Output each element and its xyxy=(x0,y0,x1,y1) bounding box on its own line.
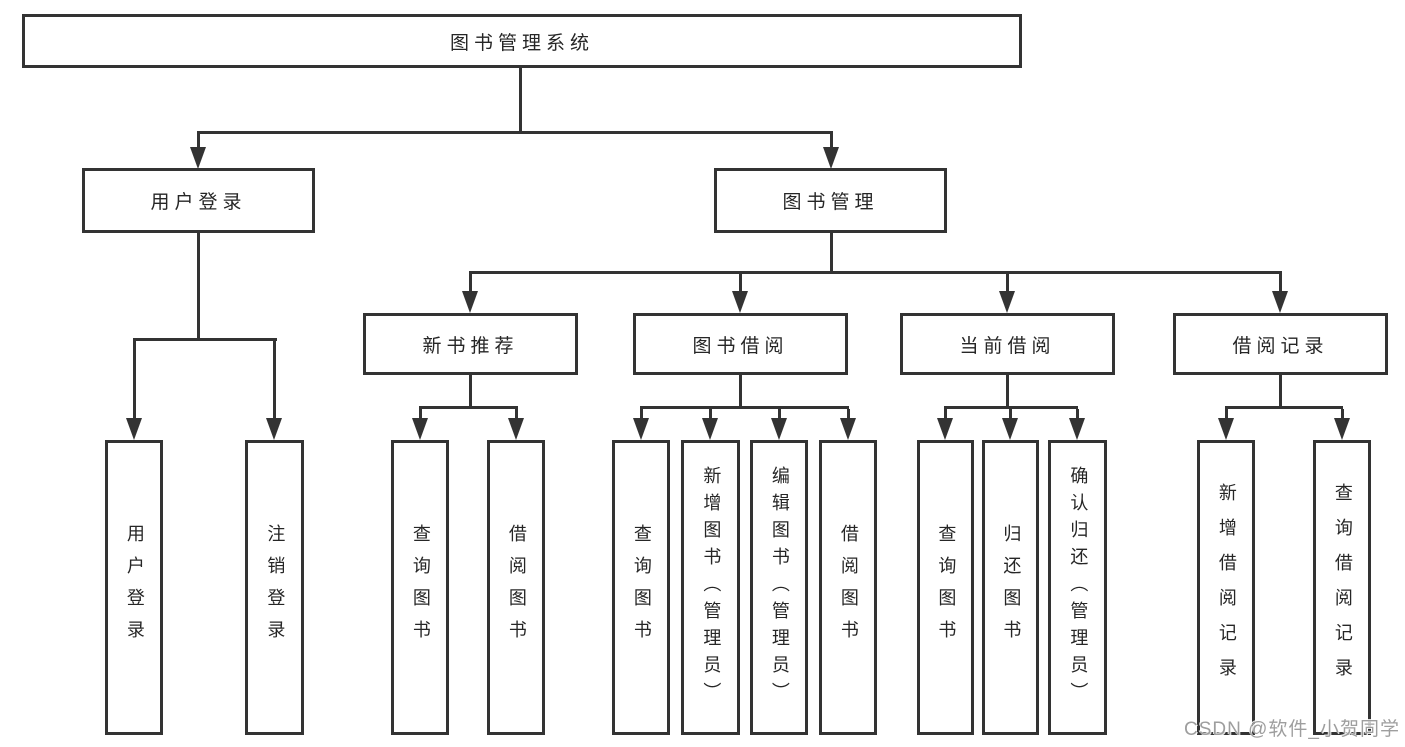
node-label: 用户登录 xyxy=(150,192,247,213)
arrowhead-user-login-action xyxy=(126,418,142,440)
node-book-borrowing: 图书借阅 xyxy=(633,313,848,375)
arrowhead-book-borrowing xyxy=(732,291,748,313)
connector-to-edit-books-admin xyxy=(778,409,781,420)
arrowhead-new-book-recommendation xyxy=(462,291,478,313)
arrowhead-add-books-admin xyxy=(702,418,718,440)
node-borrowing-query-books: 查询图书 xyxy=(612,440,670,735)
connector-user-login-stub xyxy=(197,233,200,338)
node-label: 新增借阅记录 xyxy=(1216,482,1237,693)
connector-to-recommend-borrow-books xyxy=(515,409,518,420)
connector-to-new-book-recommendation xyxy=(469,274,472,293)
arrowhead-edit-books-admin xyxy=(771,418,787,440)
connector-root-stub xyxy=(519,68,522,133)
connector-recommendation-children-horizontal xyxy=(419,406,518,409)
arrowhead-book-management xyxy=(823,147,839,169)
node-book-management: 图书管理 xyxy=(714,168,947,233)
node-label: 查询图书 xyxy=(631,523,652,652)
node-label: 图书借阅 xyxy=(692,335,789,357)
arrowhead-current-borrowing xyxy=(999,291,1015,313)
arrowhead-current-query-books xyxy=(937,418,953,440)
arrowhead-return-books xyxy=(1002,418,1018,440)
node-borrowing-borrow-books: 借阅图书 xyxy=(819,440,877,735)
node-add-books-admin: 新增图书（管理员） xyxy=(681,440,740,735)
connector-level3-horizontal xyxy=(469,271,1282,274)
connector-level2-horizontal xyxy=(197,131,833,134)
node-new-book-recommendation: 新书推荐 xyxy=(363,313,578,375)
node-label: 新增图书（管理员） xyxy=(701,466,722,709)
connector-to-borrowing-borrow-books xyxy=(847,409,850,420)
connector-current-stub xyxy=(1006,375,1009,406)
connector-to-borrowing-records xyxy=(1279,274,1282,293)
connector-to-logout-action xyxy=(273,341,276,420)
node-current-query-books: 查询图书 xyxy=(917,440,974,735)
arrowhead-borrowing-borrow-books xyxy=(840,418,856,440)
node-label: 归还图书 xyxy=(1001,523,1022,652)
arrowhead-add-borrow-record xyxy=(1218,418,1234,440)
node-recommend-query-books: 查询图书 xyxy=(391,440,449,735)
node-library-system: 图书管理系统 xyxy=(22,14,1022,68)
node-label: 注销登录 xyxy=(265,523,286,652)
node-logout-action: 注销登录 xyxy=(245,440,304,735)
node-label: 借阅图书 xyxy=(838,523,859,652)
node-label: 编辑图书（管理员） xyxy=(769,466,790,709)
node-label: 当前借阅 xyxy=(959,335,1056,357)
arrowhead-recommend-query-books xyxy=(412,418,428,440)
node-edit-books-admin: 编辑图书（管理员） xyxy=(750,440,808,735)
arrowhead-borrowing-query-books xyxy=(633,418,649,440)
connector-to-user-login-action xyxy=(133,341,136,420)
connector-to-current-query-books xyxy=(944,409,947,420)
node-confirm-return-admin: 确认归还（管理员） xyxy=(1048,440,1107,735)
node-current-borrowing: 当前借阅 xyxy=(900,313,1115,375)
connector-to-user-login xyxy=(197,134,200,150)
connector-to-add-books-admin xyxy=(709,409,712,420)
connector-to-current-borrowing xyxy=(1006,274,1009,293)
connector-user-login-children-horizontal xyxy=(133,338,277,341)
connector-book-management-stub xyxy=(830,233,833,273)
node-add-borrow-record: 新增借阅记录 xyxy=(1197,440,1255,735)
connector-to-add-borrow-record xyxy=(1225,409,1228,420)
connector-to-book-borrowing xyxy=(739,274,742,293)
node-label: 查询借阅记录 xyxy=(1332,482,1353,693)
arrowhead-borrowing-records xyxy=(1272,291,1288,313)
arrowhead-confirm-return-admin xyxy=(1069,418,1085,440)
node-label: 图书管理 xyxy=(782,192,879,213)
node-label: 借阅记录 xyxy=(1232,335,1329,357)
node-borrowing-records: 借阅记录 xyxy=(1173,313,1388,375)
node-label: 用户登录 xyxy=(124,523,145,652)
connector-to-recommend-query-books xyxy=(419,409,422,420)
connector-to-confirm-return-admin xyxy=(1076,409,1079,420)
connector-to-query-borrow-record xyxy=(1341,409,1344,420)
node-recommend-borrow-books: 借阅图书 xyxy=(487,440,545,735)
connector-to-borrowing-query-books xyxy=(640,409,643,420)
csdn-watermark: CSDN @软件_小贺同学 xyxy=(1184,719,1400,740)
arrowhead-recommend-borrow-books xyxy=(508,418,524,440)
arrowhead-logout-action xyxy=(266,418,282,440)
node-label: 新书推荐 xyxy=(422,335,519,357)
arrowhead-user-login xyxy=(190,147,206,169)
node-user-login-action: 用户登录 xyxy=(105,440,163,735)
node-label: 查询图书 xyxy=(936,523,957,652)
connector-to-book-management xyxy=(830,134,833,150)
connector-borrowing-children-horizontal xyxy=(640,406,849,409)
connector-recommendation-stub xyxy=(469,375,472,406)
connector-current-children-horizontal xyxy=(944,406,1078,409)
connector-records-children-horizontal xyxy=(1225,406,1343,409)
node-label: 借阅图书 xyxy=(506,523,527,652)
node-query-borrow-record: 查询借阅记录 xyxy=(1313,440,1371,735)
connector-borrowing-stub xyxy=(739,375,742,406)
connector-records-stub xyxy=(1279,375,1282,406)
node-user-login: 用户登录 xyxy=(82,168,315,233)
node-label: 查询图书 xyxy=(410,523,431,652)
node-label: 图书管理系统 xyxy=(449,32,594,54)
node-return-books: 归还图书 xyxy=(982,440,1039,735)
connector-to-return-books xyxy=(1009,409,1012,420)
arrowhead-query-borrow-record xyxy=(1334,418,1350,440)
node-label: 确认归还（管理员） xyxy=(1068,466,1089,709)
